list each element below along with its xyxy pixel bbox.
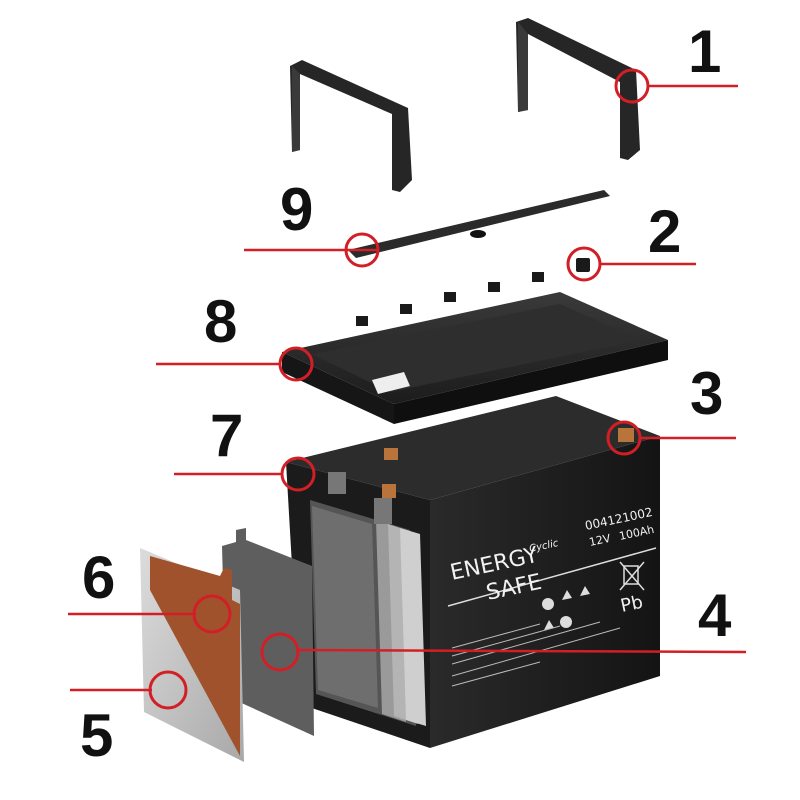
recycle-bin-icon	[619, 561, 645, 591]
lead-paste	[150, 556, 240, 756]
callout-number-4: 4	[698, 582, 732, 649]
terminal-caps	[356, 258, 590, 326]
voltage-label: 12V	[588, 532, 612, 549]
callout-number-9: 9	[280, 176, 313, 243]
handle-left	[290, 60, 412, 192]
callout-number-5: 5	[80, 702, 113, 769]
callout-number-1: 1	[688, 18, 721, 85]
element-symbol: Pb	[619, 592, 645, 617]
terminal-posts	[328, 428, 634, 524]
warning-symbols-icon	[542, 586, 590, 630]
cell-plate-stack	[310, 500, 426, 726]
separator-plate	[222, 528, 314, 736]
callout-number-2: 2	[648, 198, 681, 265]
callout-rings	[148, 68, 650, 710]
callout-lines	[68, 84, 747, 692]
callout-number-7: 7	[210, 402, 243, 469]
callout-number-3: 3	[690, 360, 723, 427]
callout-numbers: 1 2 3 4 5 6 7 8 9	[80, 18, 732, 769]
callout-number-6: 6	[82, 544, 115, 611]
callout-number-8: 8	[204, 288, 237, 355]
handle-right	[516, 18, 640, 160]
battery-lid	[282, 292, 668, 424]
cover-strip	[348, 190, 610, 258]
